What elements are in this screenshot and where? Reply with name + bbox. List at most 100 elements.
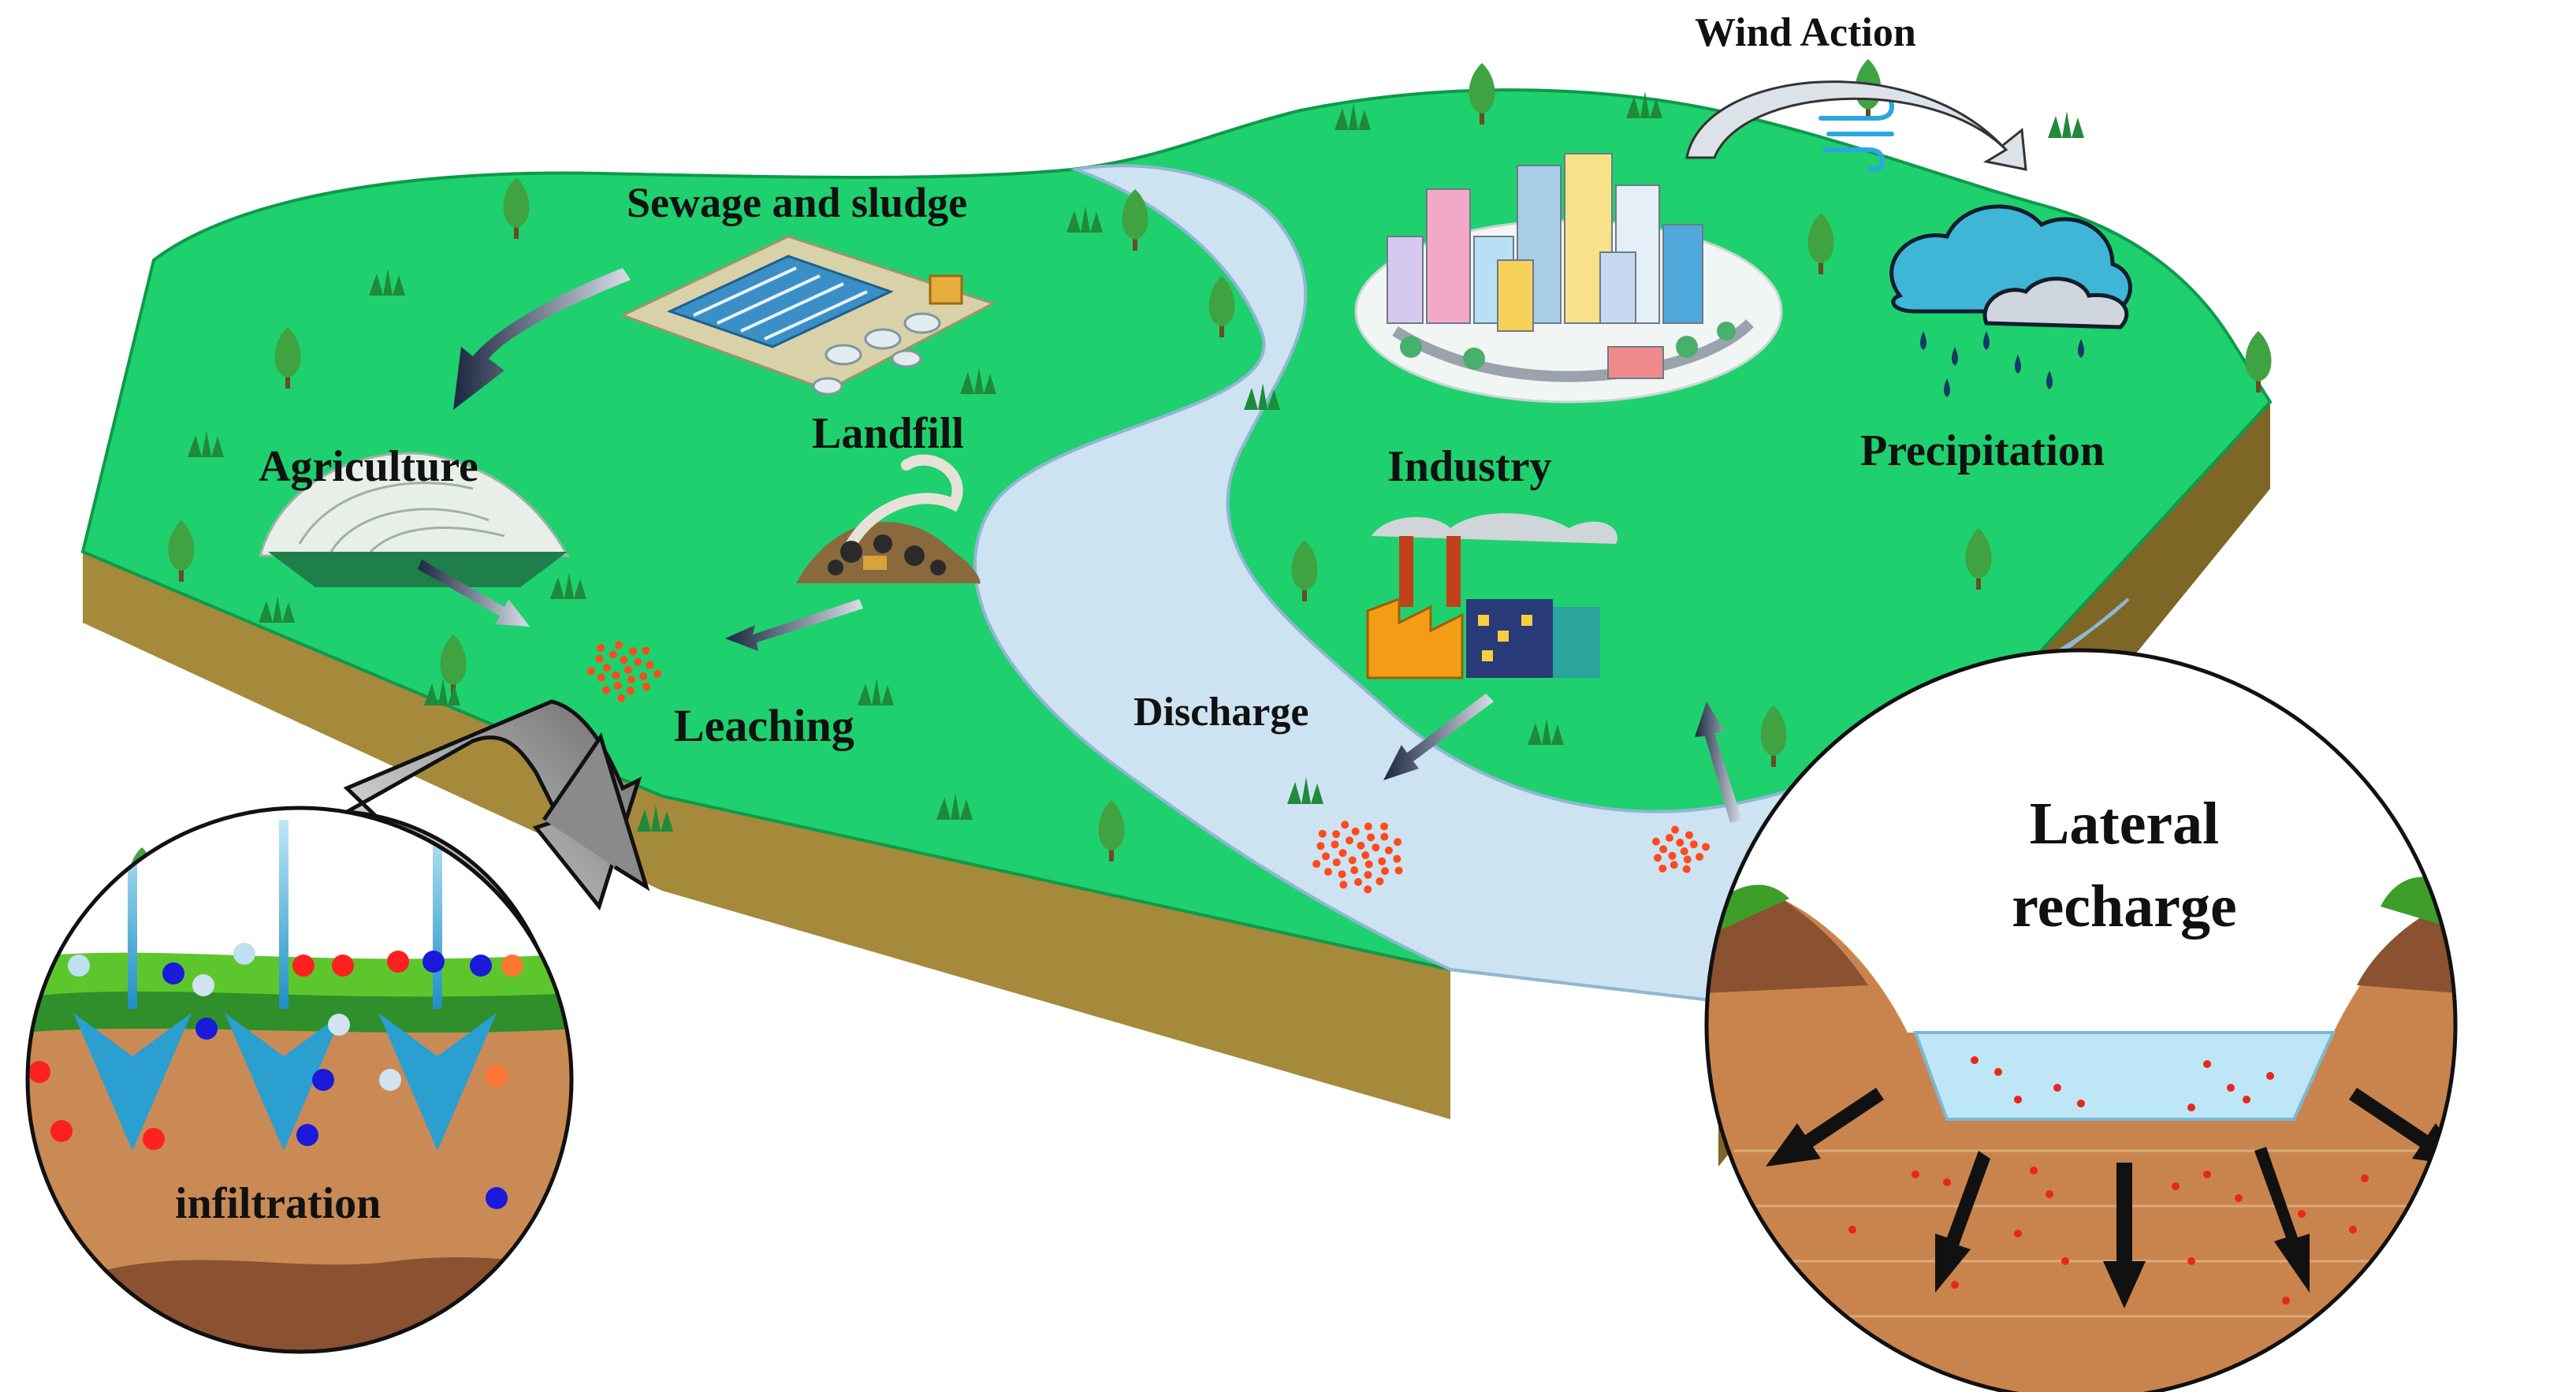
particle-dot xyxy=(2227,1084,2235,1092)
lateral-recharge-inset xyxy=(1707,650,2455,1392)
particle-dot xyxy=(2282,1297,2290,1305)
particle-dot xyxy=(292,955,315,977)
pollutant-dots-icon xyxy=(1312,821,1403,894)
particle-dot xyxy=(2046,1190,2053,1198)
tree-icon xyxy=(1291,540,1318,601)
particle-dot xyxy=(296,1124,318,1146)
particle-dot xyxy=(387,951,409,973)
particle-dot xyxy=(2053,1084,2061,1092)
particle-dot xyxy=(2235,1194,2243,1202)
grass-tuft-icon xyxy=(637,805,673,832)
label-lateral: Lateral xyxy=(2030,791,2220,857)
particle-dot xyxy=(2361,1174,2369,1182)
grass-tuft-icon xyxy=(858,679,894,705)
particle-dot xyxy=(68,955,90,977)
grass-tuft-icon xyxy=(1287,777,1323,804)
tree-icon xyxy=(2245,331,2272,393)
particle-dot xyxy=(379,1069,401,1091)
particle-dot xyxy=(233,943,255,965)
particle-dot xyxy=(470,955,492,977)
particle-dot xyxy=(2266,1072,2274,1080)
rain-cloud-icon xyxy=(1889,204,2132,397)
particle-dot xyxy=(143,1128,165,1150)
particle-dot xyxy=(2014,1096,2022,1104)
landfill-to-leaching-arrow xyxy=(725,599,863,651)
particle-dot xyxy=(2172,1182,2180,1190)
label-landfill: Landfill xyxy=(812,409,964,458)
grass-tuft-icon xyxy=(188,430,224,457)
tree-icon xyxy=(1122,189,1148,251)
tree-icon xyxy=(274,327,301,389)
particle-dot xyxy=(1848,1226,1856,1234)
tree-icon xyxy=(1965,528,1992,590)
particle-dot xyxy=(486,1187,508,1209)
industry-to-discharge-arrow xyxy=(1383,694,1494,780)
landfill-icon xyxy=(796,454,981,584)
label-recharge: recharge xyxy=(2012,873,2237,940)
label-precipitation: Precipitation xyxy=(1860,426,2105,475)
particle-dot xyxy=(1943,1178,1951,1186)
particle-dot xyxy=(501,955,523,977)
city-icon xyxy=(1354,153,1783,404)
particle-dot xyxy=(2014,1230,2022,1238)
particle-dot xyxy=(1912,1171,1919,1178)
grass-tuft-icon xyxy=(550,572,586,599)
greenhouse-icon xyxy=(259,452,570,587)
label-infiltration: infiltration xyxy=(175,1179,381,1228)
particle-dot xyxy=(50,1120,73,1142)
tree-icon xyxy=(1469,63,1495,125)
tree-icon xyxy=(1208,276,1235,337)
pollutant-dots-icon xyxy=(1651,825,1711,873)
factory-icon xyxy=(1366,513,1617,679)
infiltration-inset-border xyxy=(25,806,574,1354)
particle-dot xyxy=(2061,1257,2069,1265)
grass-tuft-icon xyxy=(960,367,996,394)
particle-dot xyxy=(2187,1257,2195,1265)
grass-tuft-icon xyxy=(1528,718,1564,745)
particle-dot xyxy=(423,951,445,973)
treatment-plant-icon xyxy=(620,235,996,396)
grass-tuft-icon xyxy=(259,596,295,623)
grass-tuft-icon xyxy=(1244,383,1280,410)
soil-side-left xyxy=(83,552,1450,1119)
grass-tuft-icon xyxy=(1067,206,1103,233)
pollutant-dots-icon xyxy=(586,641,662,702)
particle-dot xyxy=(2298,1210,2306,1218)
grass-tuft-icon xyxy=(369,269,405,296)
particle-dot xyxy=(332,955,354,977)
particle-dot xyxy=(2187,1104,2195,1111)
particle-dot xyxy=(162,962,184,984)
label-agriculture: Agriculture xyxy=(259,442,478,491)
label-wind-action: Wind Action xyxy=(1695,10,1916,55)
tree-icon xyxy=(1098,800,1125,862)
agriculture-to-leaching-arrow xyxy=(418,560,530,627)
grass-tuft-icon xyxy=(1626,91,1662,118)
particle-dot xyxy=(2030,1167,2038,1174)
particle-dot xyxy=(1951,1281,1959,1289)
grass-tuft-icon xyxy=(424,679,460,705)
particle-dot xyxy=(195,1018,218,1040)
particle-dot xyxy=(486,1065,508,1087)
particle-dot xyxy=(2203,1060,2211,1068)
label-leaching: Leaching xyxy=(674,700,854,751)
particle-dot xyxy=(2243,1096,2250,1104)
particle-dot xyxy=(1994,1068,2002,1076)
recharge-up-arrow xyxy=(1695,702,1742,823)
particle-dot xyxy=(2203,1171,2211,1178)
lateral-recharge-inset-border xyxy=(1704,648,2458,1392)
tree-icon xyxy=(168,520,195,582)
label-industry: Industry xyxy=(1387,442,1552,491)
grass-tuft-icon xyxy=(2048,111,2084,138)
label-sewage-sludge: Sewage and sludge xyxy=(627,179,967,226)
sludge-to-agriculture-arrow xyxy=(453,268,631,410)
tree-icon xyxy=(1807,213,1834,274)
grass-tuft-icon xyxy=(936,793,973,820)
wind-arrow xyxy=(1685,80,2027,171)
particle-dot xyxy=(28,1061,50,1083)
particle-dot xyxy=(328,1014,350,1036)
particle-dot xyxy=(1971,1056,1979,1064)
particle-dot xyxy=(2349,1226,2357,1234)
tree-icon xyxy=(1760,705,1787,767)
particle-dot xyxy=(2077,1100,2085,1107)
